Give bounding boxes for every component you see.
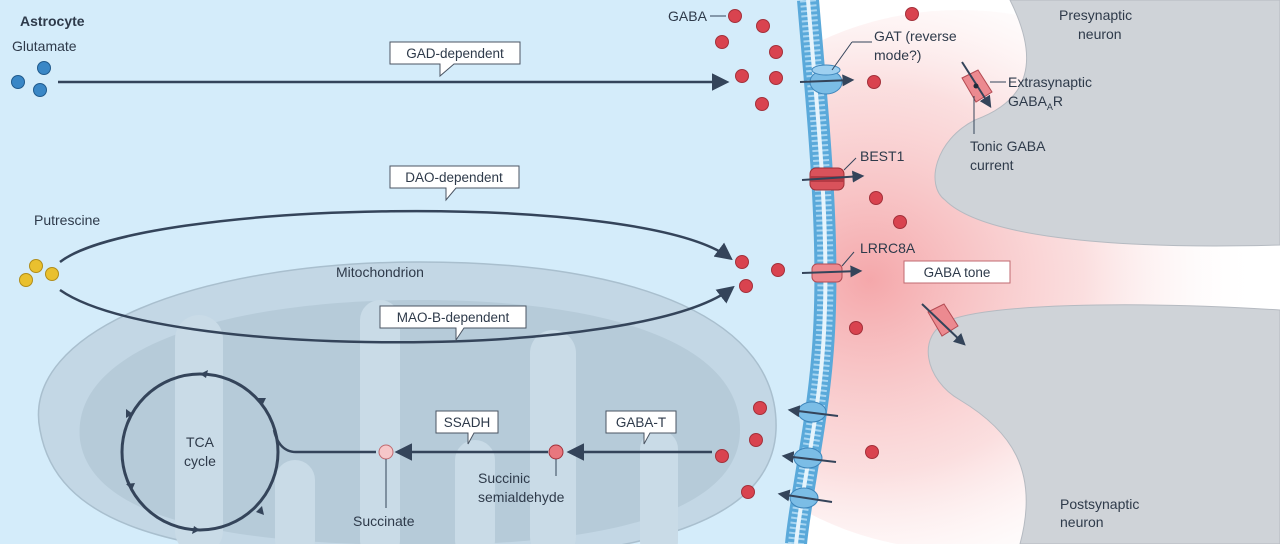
gad-dependent-box: GAD-dependent (389, 41, 521, 78)
succinic-label-line1: Succinic (478, 470, 530, 486)
gat-label-line2: mode?) (874, 47, 921, 63)
tonic-label-line1: Tonic GABA (970, 138, 1046, 154)
gat-label-line1: GAT (reverse (874, 28, 957, 44)
lrrc8a-label: LRRC8A (860, 240, 916, 256)
dao-dependent-box: DAO-dependent (389, 165, 520, 202)
dao-dependent-label: DAO-dependent (405, 170, 503, 185)
gaba-molecule (735, 255, 749, 269)
gat-transporter (809, 64, 843, 95)
maob-dependent-label: MAO-B-dependent (397, 310, 510, 325)
gaba-molecule (865, 445, 879, 459)
astrocyte-label: Astrocyte (20, 13, 85, 29)
succinic-semialdehyde-node (548, 444, 564, 460)
putrescine-molecule (29, 259, 43, 273)
gaba-molecule (756, 19, 770, 33)
gabat-box: GABA-T (605, 410, 677, 445)
extrasynaptic-label-line2: GABAAR (1008, 93, 1063, 112)
tonic-label-line2: current (970, 157, 1014, 173)
gaba-molecule (849, 321, 863, 335)
best1-leader (843, 157, 857, 171)
gat-arrow (799, 74, 855, 87)
gaba-molecule (739, 279, 753, 293)
presynaptic-label-line2: neuron (1078, 26, 1122, 42)
crista (640, 430, 678, 544)
gaba-molecule (867, 75, 881, 89)
tca-label-line2: cycle (184, 453, 216, 469)
putrescine-molecules (19, 259, 59, 287)
maob-dependent-box: MAO-B-dependent (379, 305, 527, 342)
putrescine-molecule (45, 267, 59, 281)
gaba-tone-box: GABA tone (903, 260, 1011, 284)
extrasynaptic-label-line1: Extrasynaptic (1008, 74, 1092, 90)
lrrc8a-arrow (801, 265, 863, 278)
glutamate-molecule (37, 61, 51, 75)
gaba-molecule (755, 97, 769, 111)
gaba-molecule (769, 71, 783, 85)
maob-pathway-arrow (59, 285, 735, 344)
crista (530, 330, 576, 544)
gaba-molecule (893, 215, 907, 229)
gaba-molecule (869, 191, 883, 205)
gaba-molecule (715, 449, 729, 463)
succinic-label-line2: semialdehyde (478, 489, 565, 505)
presynaptic-label-line1: Presynaptic (1059, 7, 1132, 23)
best1-label: BEST1 (860, 148, 905, 164)
glutamate-label: Glutamate (12, 38, 77, 54)
putrescine-label: Putrescine (34, 212, 100, 228)
presynaptic-neuron (934, 0, 1280, 247)
ssadh-label: SSADH (444, 415, 491, 430)
gaba-molecule (715, 35, 729, 49)
tca-label-line1: TCA (186, 434, 215, 450)
synaptic-gabaa-receptor (921, 303, 966, 346)
extrasynaptic-gabaa-receptor (961, 61, 993, 109)
extrasyn-gaba-text: GABA (1008, 93, 1048, 109)
extrasyn-subscript: A (1047, 102, 1053, 112)
putrescine-molecule (19, 273, 33, 287)
crista (175, 315, 223, 544)
gaba-molecule (735, 69, 749, 83)
postsynaptic-neuron (927, 304, 1280, 544)
uptake-arrow (781, 451, 837, 464)
glutamate-molecule (33, 83, 47, 97)
ssadh-box: SSADH (435, 410, 499, 445)
gaba-molecule (753, 401, 767, 415)
gat-leader (831, 41, 853, 71)
succinate-label: Succinate (353, 513, 415, 529)
tca-cycle (120, 370, 280, 534)
gaba-molecule (769, 45, 783, 59)
gaba-molecule (905, 7, 919, 21)
lrrc8a-leader (841, 251, 855, 267)
crista (275, 460, 315, 544)
mitochondrion (37, 261, 777, 544)
gaba-molecule (741, 485, 755, 499)
gaba-molecule (728, 9, 742, 23)
uptake-arrow (777, 489, 833, 503)
uptake-arrow (787, 405, 839, 418)
gabat-label: GABA-T (616, 415, 666, 430)
mitochondrion-label: Mitochondrion (336, 264, 424, 280)
postsynaptic-label-line2: neuron (1060, 514, 1104, 530)
gad-dependent-label: GAD-dependent (406, 46, 504, 61)
gaba-label: GABA (668, 8, 708, 24)
gaba-molecules (715, 7, 919, 499)
succinate-node (378, 444, 394, 460)
dao-pathway-arrow (59, 209, 733, 263)
glutamate-molecule (11, 75, 25, 89)
glutamate-molecules (11, 61, 51, 97)
gaba-molecule (771, 263, 785, 277)
extrasyn-r-text: R (1053, 93, 1063, 109)
best1-arrow (801, 170, 865, 183)
postsynaptic-label-line1: Postsynaptic (1060, 496, 1139, 512)
astrocyte-membrane (785, 0, 837, 544)
crista (360, 300, 400, 544)
gaba-tone-label: GABA tone (924, 265, 991, 280)
gaba-molecule (749, 433, 763, 447)
crista (455, 440, 495, 544)
